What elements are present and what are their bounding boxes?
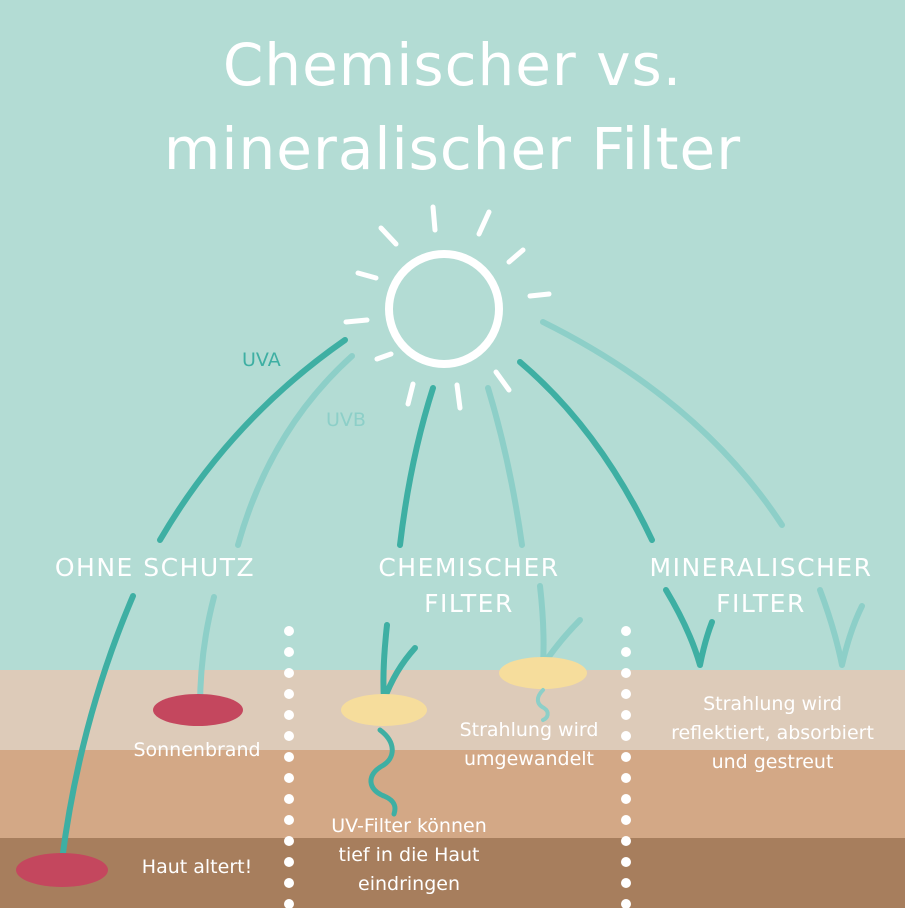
- label-haut-altert: Haut altert!: [141, 856, 253, 878]
- label-strahlung-umgewandelt: Strahlung wird umgewandelt: [440, 716, 618, 774]
- uvb-ray-ohne-schutz: [235, 353, 355, 548]
- uvb-legend-label: UVB: [326, 409, 366, 431]
- label-uv-filter-eindringen: UV-Filter können tief in die Haut eindri…: [300, 812, 518, 899]
- label-reflektiert-line-1: Strahlung wird: [703, 693, 842, 715]
- uva-reflection: [663, 587, 715, 668]
- uvb-ray-chemisch: [485, 385, 525, 548]
- uva-check-stroke: [381, 645, 418, 703]
- uva-legend-label: UVA: [242, 349, 281, 371]
- column-separator-left: [284, 626, 294, 908]
- label-sonnenbrand: Sonnenbrand: [133, 739, 261, 761]
- uva-ray-mineralisch: [517, 359, 655, 543]
- label-strahlung-reflektiert: Strahlung wird reflektiert, absorbiert u…: [640, 690, 905, 777]
- uvb-penetration-ohne-schutz: [197, 594, 217, 711]
- uva-penetration-ohne-schutz: [59, 593, 136, 863]
- page-title-line-1: Chemischer vs.: [222, 31, 683, 99]
- uva-ray-chemisch: [397, 385, 436, 548]
- sunburn-spot: [153, 694, 243, 726]
- skin-layer-subcutis: [0, 838, 905, 908]
- heading-chemischer-filter: CHEMISCHER FILTER: [358, 550, 580, 622]
- heading-chemischer-line-2: FILTER: [424, 589, 514, 618]
- heading-ohne-schutz: OHNE SCHUTZ: [40, 550, 270, 586]
- converted-squiggle-surface: [535, 688, 550, 722]
- page-title-line-2: mineralischer Filter: [163, 115, 742, 183]
- aging-spot: [16, 853, 108, 887]
- skin-layer-dermis: [0, 750, 905, 838]
- label-umgewandelt-line-2: umgewandelt: [463, 748, 594, 770]
- label-uvfilter-line-1: UV-Filter können: [331, 815, 487, 837]
- heading-mineralischer-line-2: FILTER: [716, 589, 806, 618]
- label-uvfilter-line-3: eindringen: [358, 873, 460, 895]
- sun-icon: [343, 204, 552, 411]
- column-separator-right: [621, 626, 631, 908]
- converted-squiggle-deep: [368, 727, 398, 817]
- label-uvfilter-line-2: tief in die Haut: [338, 844, 480, 866]
- uvb-ray-mineralisch: [540, 319, 785, 528]
- heading-mineralischer-line-1: MINERALISCHER: [649, 553, 873, 582]
- heading-chemischer-line-1: CHEMISCHER: [378, 553, 560, 582]
- label-reflektiert-line-3: und gestreut: [711, 751, 834, 773]
- chemical-filter-deep: [341, 694, 427, 726]
- label-reflektiert-line-2: reflektiert, absorbiert: [671, 722, 874, 744]
- heading-ohne-schutz-text: OHNE SCHUTZ: [54, 553, 256, 582]
- uvb-reflection: [817, 587, 865, 668]
- chemical-filter-surface: [499, 657, 587, 689]
- uva-ray-ohne-schutz: [157, 337, 348, 543]
- heading-mineralischer-filter: MINERALISCHER FILTER: [628, 550, 894, 622]
- label-umgewandelt-line-1: Strahlung wird: [459, 719, 599, 741]
- skin-layer-epidermis: [0, 670, 905, 750]
